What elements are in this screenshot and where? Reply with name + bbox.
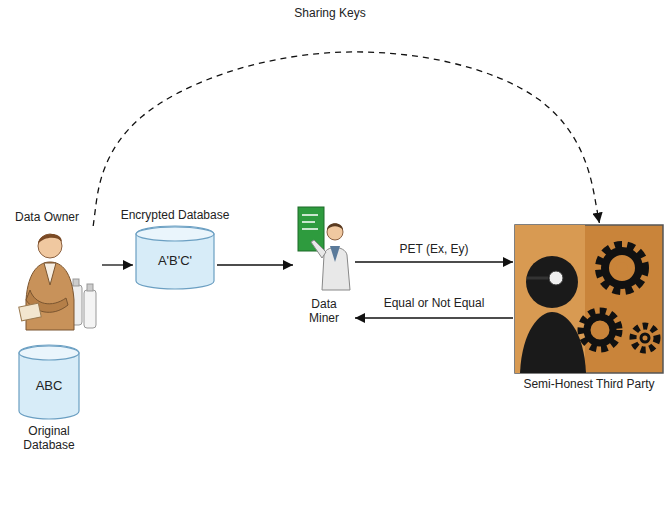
third-party-picture: [515, 225, 663, 373]
data-miner-figure: [298, 207, 350, 290]
shape-text: ABC: [36, 378, 63, 394]
third-party-picture: [600, 246, 644, 290]
third-party-picture: [616, 262, 628, 274]
data-owner-figure: [19, 234, 96, 330]
data-miner-figure: [327, 224, 343, 240]
edge-label: Sharing Keys: [292, 6, 367, 20]
data-owner-figure: [38, 234, 62, 258]
data-miner-figure: [302, 214, 318, 216]
arrow-connector: [102, 264, 133, 265]
data-owner-figure: [73, 279, 79, 286]
arrow-connector: [355, 261, 513, 262]
node-label: Encrypted Database: [121, 208, 230, 222]
third-party-picture: [515, 225, 585, 373]
third-party-picture: [582, 312, 618, 348]
data-owner-figure: [44, 263, 56, 285]
arrow-connector: [355, 317, 513, 318]
data-owner-figure: [26, 262, 74, 330]
third-party-picture: [520, 312, 586, 373]
data-miner-figure: [302, 221, 315, 223]
arrow-connector: [217, 264, 293, 265]
data-miner-node: Data Miner: [295, 205, 353, 293]
third-party-picture: [633, 326, 657, 350]
edge-label: Equal or Not Equal: [382, 296, 487, 310]
third-party-node: Semi-Honest Third Party: [515, 225, 663, 373]
data-miner-figure: [311, 240, 326, 258]
shape-text: A'B'C': [158, 253, 192, 269]
cylinder-body: [136, 226, 214, 289]
data-owner-node: Data Owner: [15, 228, 100, 333]
third-party-picture: [587, 317, 613, 343]
data-owner-figure: [38, 234, 62, 244]
dashed-connector: [93, 52, 599, 226]
node-label: Original Database: [18, 424, 80, 453]
data-miner-figure: [327, 223, 343, 230]
third-party-picture: [527, 277, 548, 280]
data-owner-figure: [84, 290, 96, 328]
cylinder-top: [19, 346, 79, 360]
data-miner-figure: [302, 228, 318, 230]
third-party-picture: [526, 256, 578, 308]
third-party-picture: [605, 251, 639, 285]
third-party-picture: [549, 271, 563, 285]
data-miner-figure: [298, 207, 324, 251]
node-label: Data Owner: [15, 210, 79, 224]
cylinder-body: [19, 345, 79, 419]
data-owner-figure: [87, 284, 93, 291]
edge-label: PET (Ex, Ey): [397, 242, 470, 256]
cylinder-top: [136, 227, 214, 241]
database-cylinder: Encrypted DatabaseA'B'C': [135, 226, 215, 290]
database-cylinder: ABCOriginal Database: [18, 345, 80, 420]
third-party-picture: [515, 225, 663, 373]
data-miner-figure: [330, 246, 340, 262]
node-label: Semi-Honest Third Party: [523, 377, 654, 391]
third-party-picture: [641, 334, 649, 342]
node-label: Data Miner: [301, 297, 347, 326]
data-owner-figure: [19, 303, 41, 321]
third-party-picture: [595, 325, 605, 335]
